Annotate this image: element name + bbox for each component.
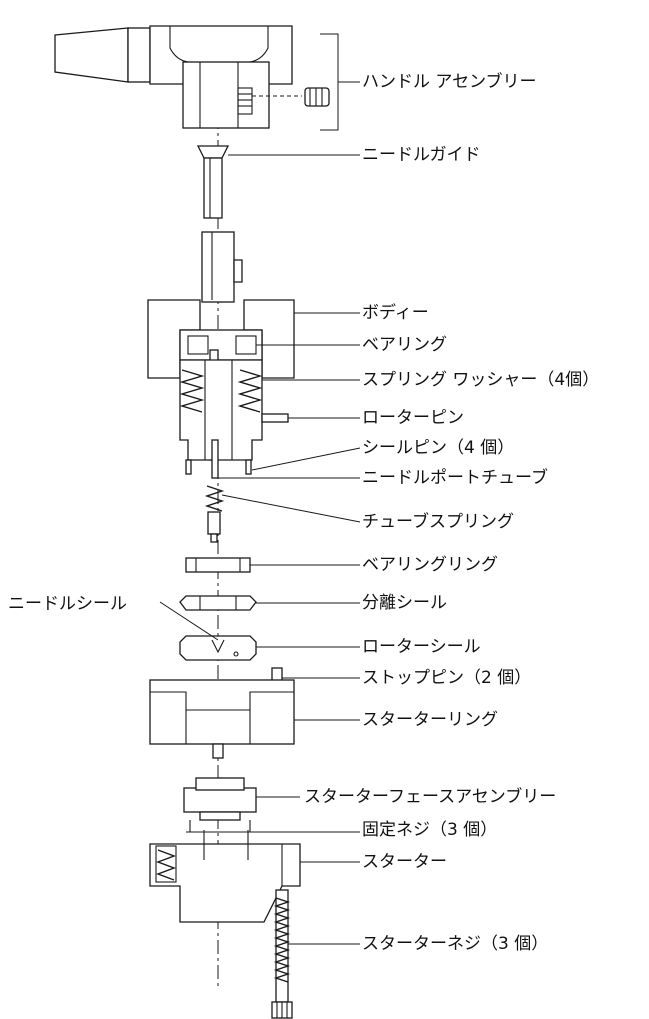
isolation-seal-part [179,595,257,611]
rotor-shaft-part [201,231,243,303]
stator-part [149,830,301,923]
label-seal-pin: シールピン（4 個） [362,438,515,458]
label-set-screw: 固定ネジ（3 個） [362,820,498,840]
label-stator: スターター [362,852,447,872]
label-stator-face-assembly: スターターフェースアセンブリー [304,787,557,807]
label-needle-guide: ニードルガイド [362,145,481,165]
tube-spring-part [204,485,225,543]
seal-pin-left [185,459,192,475]
label-isolation-seal: 分離シール [362,593,447,613]
rotor-pin-part [261,413,289,423]
needle-guide-part [196,145,230,219]
label-bearing: ベアリング [362,335,447,355]
label-body: ボディー [362,303,429,323]
spring-washer-right [237,369,263,413]
label-stop-pin: ストップピン（2 個） [362,668,532,688]
label-stator-screw: スターターネジ（3 個） [362,934,549,954]
label-rotor-seal: ローターシール [362,637,481,657]
rotor-seal-part [179,635,257,661]
label-tube-spring: チューブスプリング [362,512,514,532]
label-rotor-pin: ローターピン [362,408,464,428]
needle-port-tube-part [211,439,219,479]
label-spring-washer: スプリング ワッシャー（4個） [362,370,600,390]
label-stator-ring: スターターリング [362,710,498,730]
label-needle-port-tube: ニードルポートチューブ [362,468,548,488]
stator-ring-part [149,679,295,759]
handle-assembly-part [54,25,330,129]
label-handle-assembly: ハンドル アセンブリー [362,72,537,92]
label-needle-seal: ニードルシール [8,594,127,614]
label-bearing-ring: ベアリングリング [362,555,498,575]
stator-face-assembly-part [183,777,257,832]
spring-washer-left [179,369,205,413]
seal-pin-right [245,459,252,475]
stator-screw-part [271,889,293,1019]
